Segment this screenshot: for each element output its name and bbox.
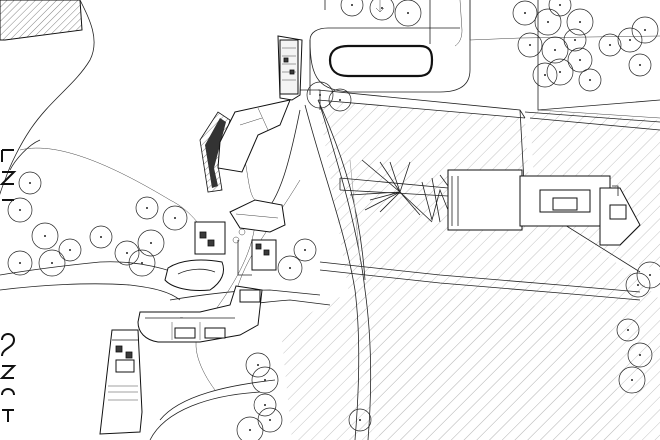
tree	[135, 196, 159, 220]
top-left-building	[0, 0, 83, 41]
tree	[548, 0, 572, 17]
tree	[369, 0, 395, 21]
tree	[348, 408, 372, 432]
tree	[534, 8, 562, 36]
tree	[566, 8, 594, 36]
tree	[236, 416, 264, 440]
tree	[277, 255, 303, 281]
svg-text:—: —	[180, 315, 183, 319]
tree	[306, 81, 334, 109]
tree	[598, 33, 622, 57]
tree	[616, 318, 640, 342]
truss-structure	[339, 159, 449, 223]
tree	[541, 36, 569, 64]
north-strip-building	[277, 35, 303, 101]
tree	[38, 249, 66, 277]
tree	[253, 393, 277, 417]
trees	[7, 0, 660, 440]
tree	[517, 32, 543, 58]
tree	[7, 250, 33, 276]
north-field	[537, 0, 660, 119]
tree	[328, 88, 352, 112]
tree	[512, 0, 538, 26]
tree	[114, 240, 140, 266]
tree	[31, 222, 59, 250]
main-building	[447, 169, 641, 246]
tree	[563, 28, 587, 52]
tree	[627, 342, 653, 368]
tree	[128, 249, 156, 277]
tree	[394, 0, 422, 27]
slope-building	[217, 99, 291, 173]
tree	[162, 205, 188, 231]
tree	[245, 352, 271, 378]
tree	[18, 171, 42, 195]
tree	[293, 238, 317, 262]
tree	[546, 58, 574, 86]
tree	[631, 16, 659, 44]
tree	[617, 27, 643, 53]
tree	[636, 261, 660, 289]
tree	[89, 225, 113, 249]
tree	[340, 0, 364, 17]
tree	[137, 229, 165, 257]
parking-loop	[309, 0, 471, 93]
southwest-building	[99, 329, 143, 435]
tree	[578, 68, 602, 92]
south-building: —	[137, 285, 263, 343]
tree	[625, 272, 651, 298]
central-cluster	[164, 199, 286, 291]
tree	[251, 366, 279, 394]
tree	[532, 62, 558, 88]
tree	[618, 366, 646, 394]
edge-text-graphic	[0, 149, 17, 422]
tree	[58, 238, 82, 262]
tree	[567, 47, 593, 73]
tree	[628, 53, 652, 77]
boundary-lines	[0, 0, 211, 301]
tree	[257, 407, 283, 433]
tree	[7, 197, 33, 223]
